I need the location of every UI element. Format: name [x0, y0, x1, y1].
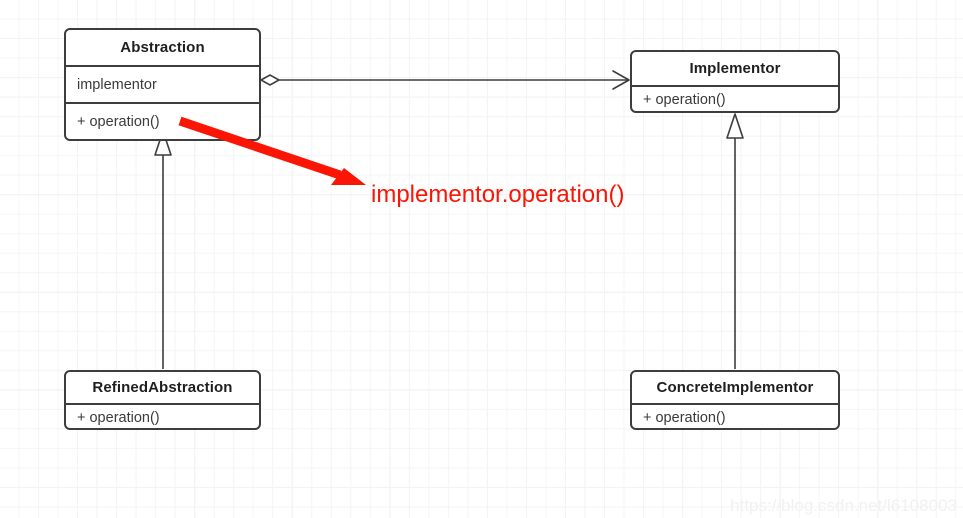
- class-name-refined-abstraction: RefinedAbstraction: [92, 379, 233, 396]
- annotation-label: implementor.operation(): [371, 181, 625, 208]
- relationship-aggregation-abstraction-implementor: [259, 70, 630, 90]
- open-arrow-icon: [612, 70, 630, 90]
- relationship-generalization-concrete-implementor: [726, 113, 744, 369]
- annotation-arrow-head: [331, 168, 366, 185]
- class-name-implementor: Implementor: [689, 60, 781, 77]
- uml-class-refined-abstraction[interactable]: RefinedAbstraction + operation(): [64, 370, 261, 430]
- uml-class-implementor[interactable]: Implementor + operation(): [630, 50, 840, 113]
- class-operation-abstraction-operation: + operation(): [66, 102, 259, 139]
- class-operation-concrete-implementor-operation: + operation(): [632, 403, 838, 428]
- watermark-text: https://blog.csdn.net/l6108003: [730, 496, 957, 515]
- class-name-concrete-implementor: ConcreteImplementor: [656, 379, 814, 396]
- relationship-generalization-refined-abstraction: [154, 130, 172, 369]
- hollow-diamond-icon: [259, 74, 281, 86]
- class-attribute-abstraction-implementor: implementor: [66, 65, 259, 102]
- uml-class-concrete-implementor[interactable]: ConcreteImplementor + operation(): [630, 370, 840, 430]
- class-name-abstraction: Abstraction: [120, 39, 205, 56]
- uml-class-abstraction[interactable]: Abstraction implementor + operation(): [64, 28, 261, 141]
- hollow-triangle-icon-right: [726, 113, 744, 139]
- class-operation-refined-abstraction-operation: + operation(): [66, 403, 259, 428]
- class-operation-implementor-operation: + operation(): [632, 85, 838, 111]
